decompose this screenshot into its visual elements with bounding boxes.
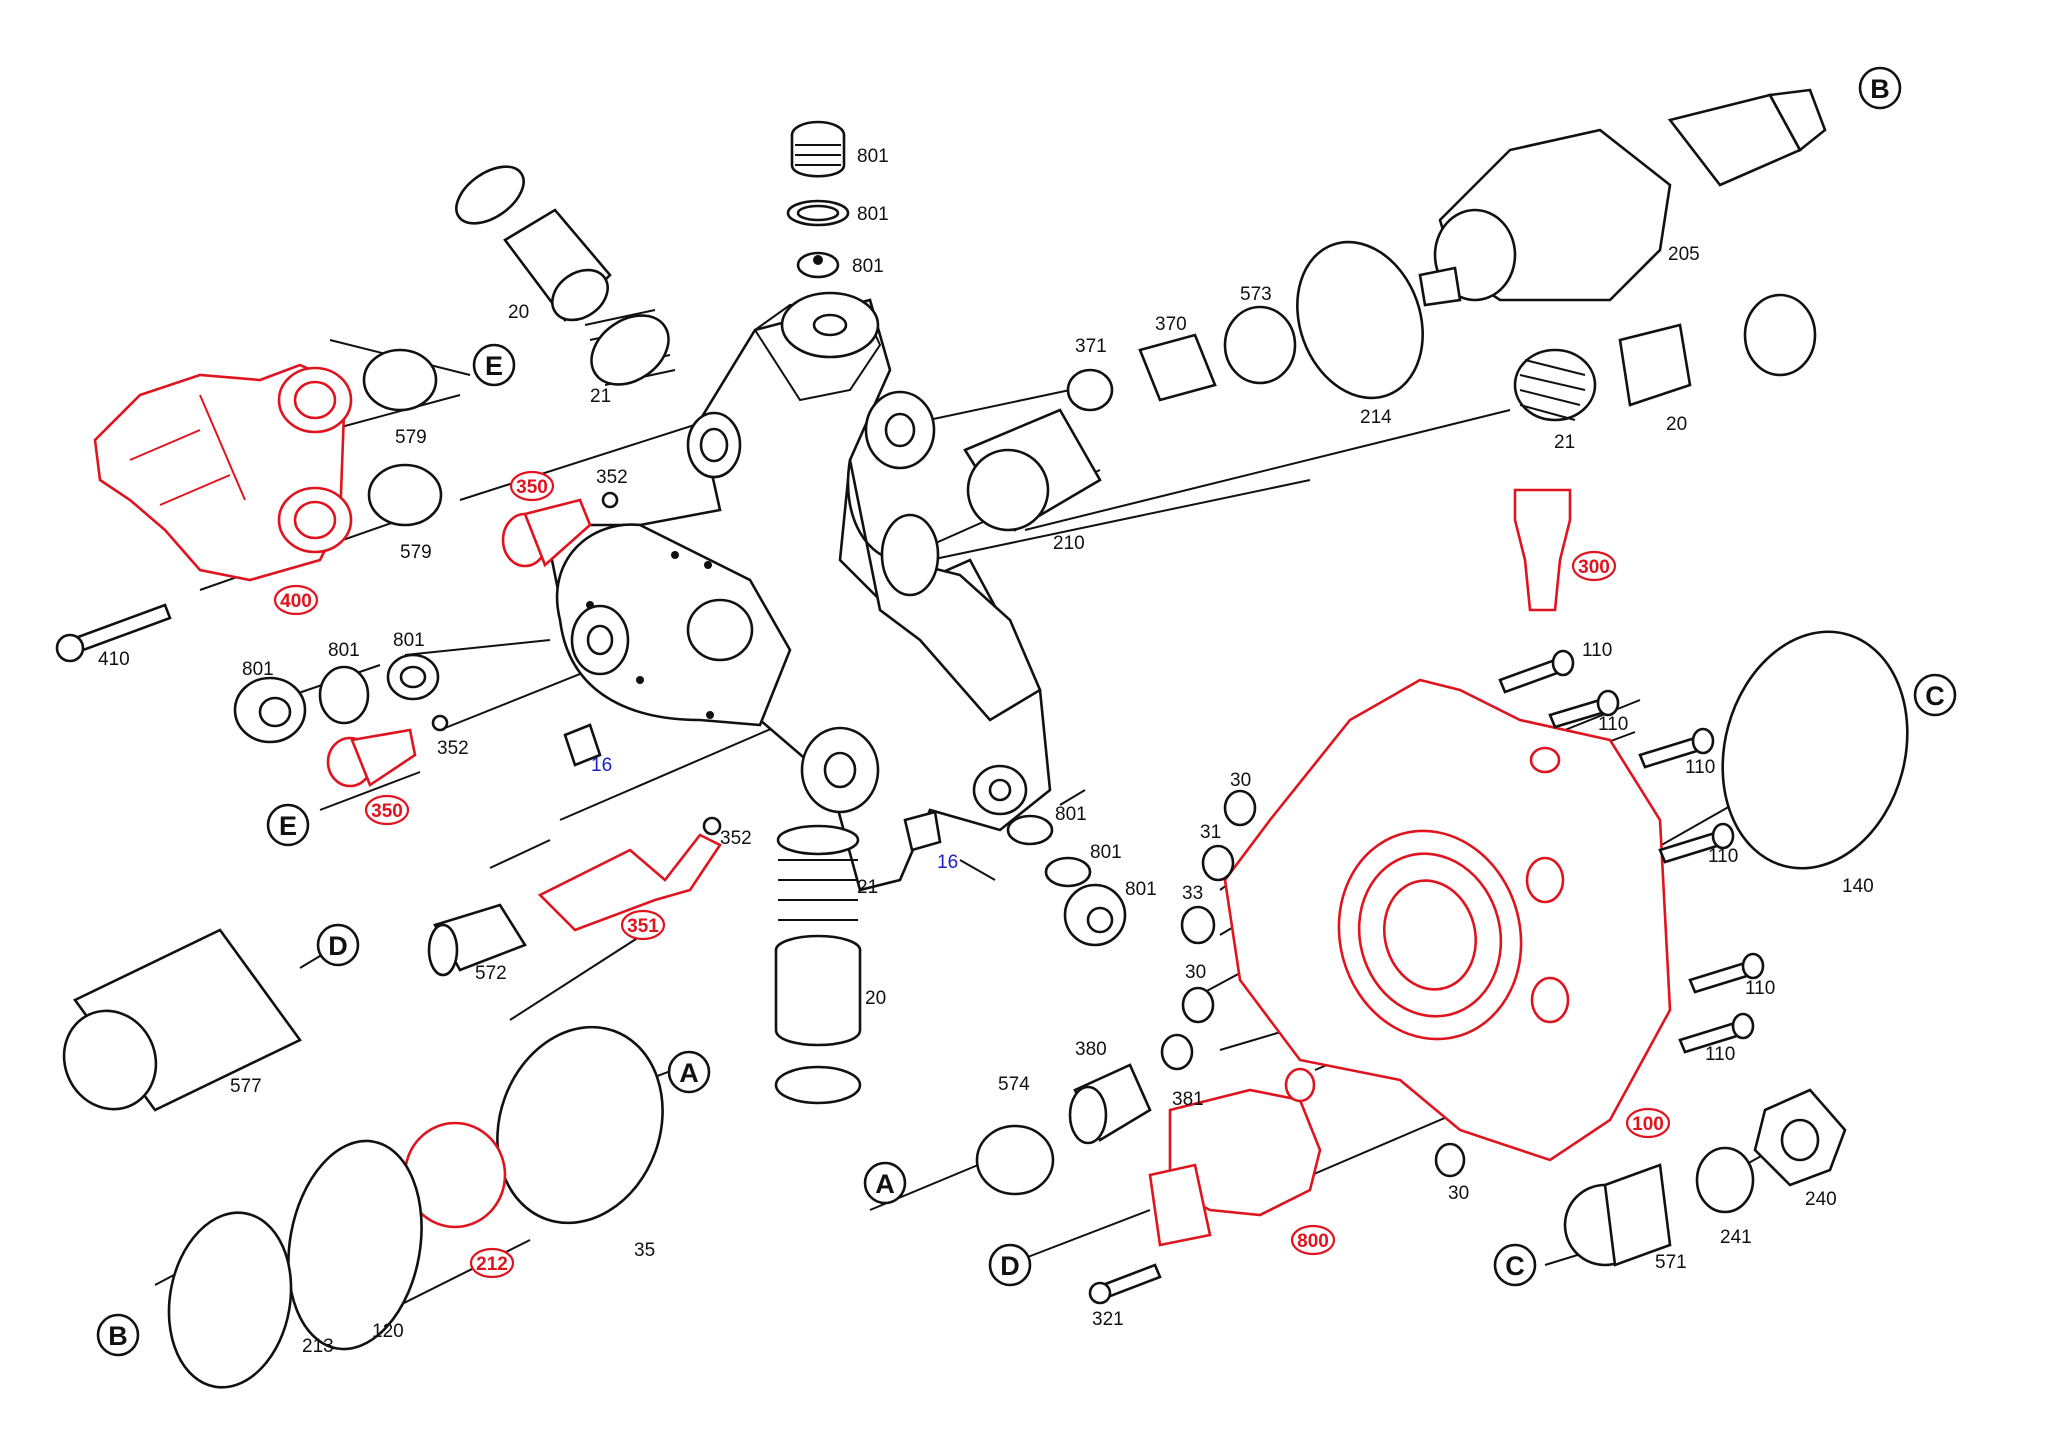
- label-33: 33: [1182, 883, 1203, 904]
- label-801-a: 801: [857, 146, 889, 167]
- highlight-rings: [273, 470, 1671, 1279]
- label-241: 241: [1720, 1227, 1752, 1248]
- label-120: 120: [372, 1321, 404, 1342]
- plug-801-lower: [1006, 814, 1127, 947]
- metering-valve-800: [1148, 1067, 1322, 1247]
- pump-housing: [543, 291, 1052, 892]
- callout-d-left: D: [328, 931, 348, 961]
- callout-e-top: E: [485, 351, 503, 381]
- part-labels: 801 801 801 20 21 579 579 350 352 400 41…: [98, 146, 1874, 1357]
- label-352-a: 352: [596, 467, 628, 488]
- label-240: 240: [1805, 1189, 1837, 1210]
- label-110-d: 110: [1708, 846, 1738, 867]
- label-352-c: 352: [720, 828, 752, 849]
- label-30-c: 30: [1448, 1183, 1469, 1204]
- label-577: 577: [230, 1076, 262, 1097]
- callout-b-bottom: B: [108, 1321, 128, 1351]
- screws-110: [1498, 649, 1765, 1054]
- callout-a-mid: A: [875, 1169, 895, 1199]
- label-801-d: 801: [242, 659, 274, 680]
- label-110-a: 110: [1582, 640, 1612, 661]
- label-579-a: 579: [395, 427, 427, 448]
- label-16-b: 16: [937, 852, 958, 873]
- seals-30-31-33: [1160, 789, 1466, 1178]
- label-351: 351: [627, 916, 659, 937]
- label-801-e: 801: [328, 640, 360, 661]
- valve-300: [1513, 488, 1572, 612]
- valve-351: [427, 816, 722, 977]
- label-352-b: 352: [437, 738, 469, 759]
- callout-e-left: E: [279, 811, 297, 841]
- parts-bottom-right: [1563, 1088, 1847, 1267]
- label-370: 370: [1155, 314, 1187, 335]
- label-801-g: 801: [1055, 804, 1087, 825]
- label-212: 212: [476, 1254, 508, 1275]
- label-110-c: 110: [1685, 757, 1715, 778]
- label-30-b: 30: [1185, 962, 1206, 983]
- callout-c-bottom: C: [1505, 1251, 1525, 1281]
- label-801-i: 801: [1125, 879, 1157, 900]
- fitting-380: [975, 1063, 1152, 1196]
- o-ring-140: [1721, 630, 1909, 870]
- callout-b-top: B: [1870, 74, 1890, 104]
- plunger-stack-lower: [774, 824, 862, 1105]
- callout-letters: B E E D A C A D C B: [96, 66, 1957, 1357]
- label-214: 214: [1360, 407, 1392, 428]
- label-572: 572: [475, 963, 507, 984]
- label-801-c: 801: [852, 256, 884, 277]
- label-574: 574: [998, 1074, 1030, 1095]
- components-left-lower: [62, 928, 664, 1389]
- label-571: 571: [1655, 1252, 1687, 1273]
- gear-pump-assembly: [93, 348, 443, 582]
- label-140: 140: [1842, 876, 1874, 897]
- label-20-b: 20: [865, 988, 886, 1009]
- flange-100: [1223, 678, 1672, 1162]
- label-30-a: 30: [1230, 770, 1251, 791]
- label-410: 410: [98, 649, 130, 670]
- label-300: 300: [1578, 557, 1610, 578]
- label-801-h: 801: [1090, 842, 1122, 863]
- label-350-b: 350: [371, 801, 403, 822]
- label-400: 400: [280, 591, 312, 612]
- label-380: 380: [1075, 1039, 1107, 1060]
- label-350-a: 350: [516, 477, 548, 498]
- plunger-group-top-left: [455, 165, 676, 386]
- seals-upper-right: [963, 240, 1817, 532]
- top-plug-stack: [786, 120, 850, 279]
- label-20-a: 20: [508, 302, 529, 323]
- label-210: 210: [1053, 533, 1085, 554]
- valve-350-upper: [501, 491, 619, 568]
- label-21-c: 21: [1554, 432, 1575, 453]
- fittings-left: [233, 653, 942, 852]
- screw-410: [55, 603, 172, 663]
- callout-d-bottom: D: [1000, 1251, 1020, 1281]
- label-21-b: 21: [857, 877, 878, 898]
- label-321: 321: [1092, 1309, 1124, 1330]
- callout-a-left: A: [679, 1058, 699, 1088]
- label-35: 35: [634, 1240, 655, 1261]
- label-381: 381: [1172, 1089, 1204, 1110]
- pressure-sensor-205: [1418, 88, 1827, 307]
- callout-c-right: C: [1925, 681, 1945, 711]
- label-213: 213: [302, 1336, 334, 1357]
- label-110-b: 110: [1598, 714, 1628, 735]
- label-573: 573: [1240, 284, 1272, 305]
- label-110-f: 110: [1705, 1044, 1735, 1065]
- label-100: 100: [1632, 1114, 1664, 1135]
- label-31: 31: [1200, 822, 1221, 843]
- label-16-a: 16: [591, 755, 612, 776]
- label-20-c: 20: [1666, 414, 1687, 435]
- label-801-b: 801: [857, 204, 889, 225]
- label-579-b: 579: [400, 542, 432, 563]
- label-800: 800: [1297, 1231, 1329, 1252]
- label-801-f: 801: [393, 630, 425, 651]
- label-21-a: 21: [590, 386, 611, 407]
- label-205: 205: [1668, 244, 1700, 265]
- screw-321: [1088, 1263, 1162, 1305]
- label-110-e: 110: [1745, 978, 1775, 999]
- label-371: 371: [1075, 336, 1107, 357]
